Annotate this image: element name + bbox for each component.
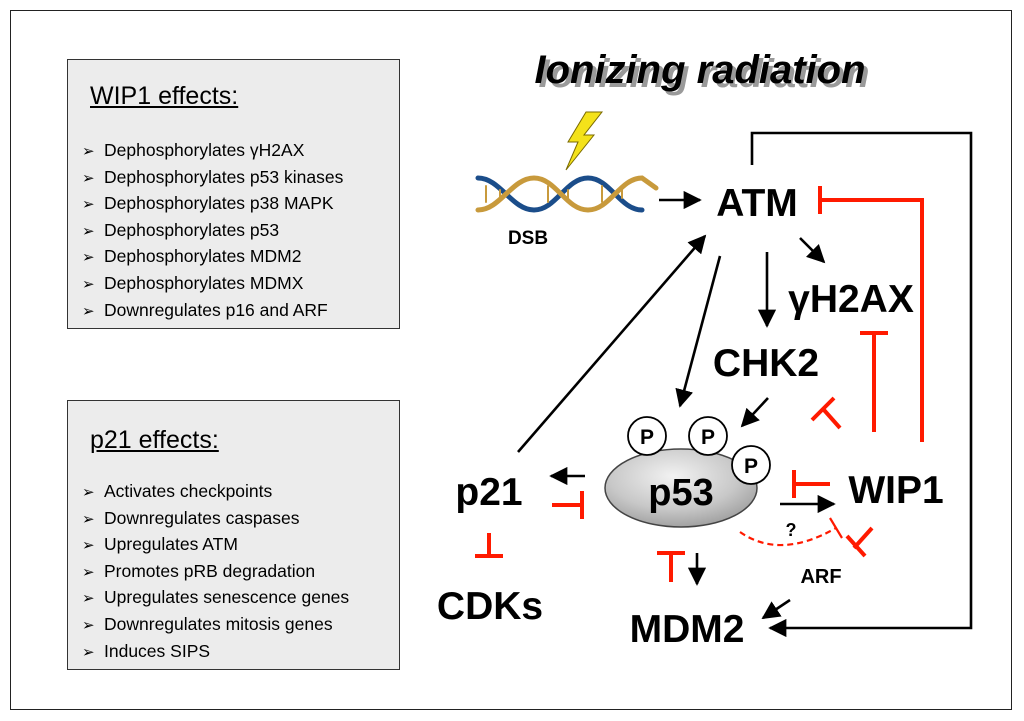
bullet-icon: ➢	[82, 143, 95, 160]
list-item: ➢Upregulates senescence genes	[82, 585, 349, 612]
dna-helix-icon	[475, 175, 659, 213]
wip1-inhibits-atm	[820, 198, 924, 442]
list-item: ➢Dephosphorylates p53 kinases	[82, 165, 343, 192]
wip1-feedback-to-mdm2-arrow	[750, 131, 973, 638]
wip1-node: WIP1	[848, 469, 943, 512]
cdks-node: CDKs	[437, 585, 543, 628]
arf-label: ARF	[800, 566, 841, 588]
svg-text:P: P	[701, 426, 715, 449]
list-item: ➢Promotes pRB degradation	[82, 559, 349, 586]
p21-node: p21	[455, 471, 522, 514]
bullet-icon: ➢	[82, 510, 95, 528]
phospho-site: P	[688, 416, 728, 456]
bullet-icon: ➢	[82, 590, 95, 608]
wip1-effects-panel: WIP1 effects: ➢Dephosphorylates γH2AX ➢D…	[67, 59, 400, 329]
list-item: ➢Activates checkpoints	[82, 479, 349, 506]
inhibition-lines	[475, 186, 924, 582]
title-shadow: Ionizing radiation	[538, 52, 869, 96]
gh2ax-node: γH2AX	[788, 278, 914, 321]
p53-ellipse	[604, 448, 758, 528]
p53-node: p53	[648, 472, 713, 514]
bullet-icon: ➢	[82, 275, 95, 293]
bullet-icon: ➢	[82, 537, 95, 555]
dsb-label: DSB	[508, 228, 548, 249]
atm-node: ATM	[716, 182, 798, 225]
list-item: ➢Dephosphorylates MDM2	[82, 244, 343, 271]
arf-inhibits-p53-dashed	[739, 517, 843, 547]
p21-to-atm-arrow	[517, 234, 707, 453]
bullet-icon: ➢	[82, 196, 95, 214]
atm-to-gh2ax-arrow	[799, 237, 826, 264]
lightning-icon	[565, 111, 604, 171]
wip1-inhibits-chk2	[822, 408, 842, 430]
p21-effects-list: ➢Activates checkpoints ➢Downregulates ca…	[82, 479, 349, 665]
arf-to-mdm2-arrow	[761, 598, 791, 620]
bullet-icon: ➢	[82, 249, 95, 267]
p21-effects-heading: p21 effects:	[90, 426, 219, 454]
bullet-icon: ➢	[82, 616, 95, 634]
phospho-site: P	[627, 416, 667, 456]
bullet-icon: ➢	[82, 302, 95, 320]
wip1-effects-heading: WIP1 effects:	[90, 82, 239, 110]
wip1-effects-list: ➢Dephosphorylates γH2AX ➢Dephosphorylate…	[82, 138, 343, 324]
bullet-icon: ➢	[82, 222, 95, 240]
list-item: ➢Upregulates ATM	[82, 532, 349, 559]
list-item: ➢Dephosphorylates MDMX	[82, 271, 343, 298]
atm-to-p53-arrow	[675, 255, 722, 408]
list-item: ➢Dephosphorylates p38 MAPK	[82, 191, 343, 218]
page-title: Ionizing radiation	[534, 48, 865, 92]
bullet-icon: ➢	[82, 169, 95, 187]
list-item: ➢Induces SIPS	[82, 639, 349, 666]
p21-effects-panel: p21 effects: ➢Activates checkpoints ➢Dow…	[67, 400, 400, 670]
svg-text:P: P	[744, 455, 758, 478]
list-item: ➢Dephosphorylates γH2AX	[82, 138, 343, 165]
phospho-site: P	[731, 445, 771, 485]
bullet-icon: ➢	[82, 643, 95, 661]
figure-frame	[10, 10, 1012, 710]
mdm2-node: MDM2	[630, 608, 745, 651]
list-item: ➢Downregulates mitosis genes	[82, 612, 349, 639]
activation-arrows	[517, 131, 973, 638]
bullet-icon: ➢	[82, 563, 95, 581]
chk2-to-p53-arrow	[740, 397, 769, 428]
chk2-node: CHK2	[713, 342, 819, 385]
bullet-icon: ➢	[82, 484, 95, 501]
list-item: ➢Downregulates p16 and ARF	[82, 298, 343, 325]
question-mark: ?	[786, 520, 797, 540]
list-item: ➢Downregulates caspases	[82, 506, 349, 533]
list-item: ➢Dephosphorylates p53	[82, 218, 343, 245]
svg-text:P: P	[640, 426, 654, 449]
